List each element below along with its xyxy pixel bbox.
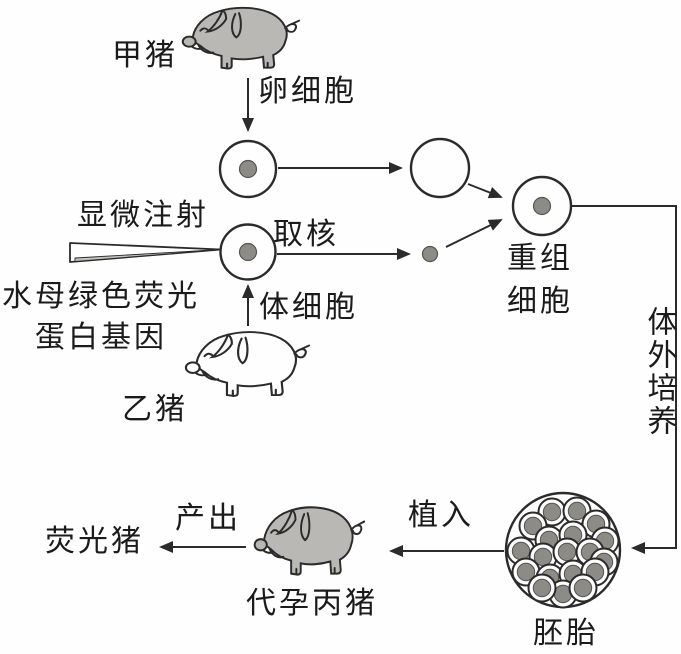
label-take-nucleus: 取核 (273, 218, 339, 251)
in-vitro-culture-path (571, 205, 677, 554)
label-somatic-cell: 体细胞 (259, 291, 358, 324)
pig-a-illustration (181, 6, 301, 70)
somatic-cell (219, 223, 277, 281)
label-implant: 植入 (408, 499, 474, 532)
fusion-arrow-bottom (445, 219, 503, 248)
recombinant-cell (511, 175, 573, 237)
enucleated-cell (409, 137, 471, 199)
label-pig-a: 甲猪 (112, 39, 178, 72)
label-produce: 产出 (175, 502, 241, 535)
embryo-cells (506, 496, 620, 609)
embryo-illustration (504, 491, 622, 609)
label-gene-line2: 蛋白基因 (35, 321, 167, 354)
label-gene-line1: 水母绿色荧光 (2, 280, 200, 313)
extracted-nucleus (421, 245, 439, 263)
label-recombinant-1: 重组 (507, 242, 573, 275)
fusion-arrow-top (467, 183, 503, 199)
label-in-vitro-culture: 体外培养 (642, 306, 676, 438)
pig-c-illustration (253, 506, 366, 576)
egg-cell (218, 139, 278, 199)
label-fluorescent-pig: 荧光猪 (45, 525, 144, 558)
label-recombinant-2: 细胞 (507, 285, 573, 318)
label-egg-cell: 卵细胞 (258, 75, 357, 108)
label-surrogate-pig-c: 代孕丙猪 (246, 587, 378, 620)
label-embryo: 胚胎 (533, 617, 599, 650)
pig-b-illustration (184, 330, 311, 398)
label-microinjection: 显微注射 (77, 199, 209, 232)
microinjection-needle (69, 242, 222, 263)
label-pig-b: 乙猪 (122, 393, 188, 426)
